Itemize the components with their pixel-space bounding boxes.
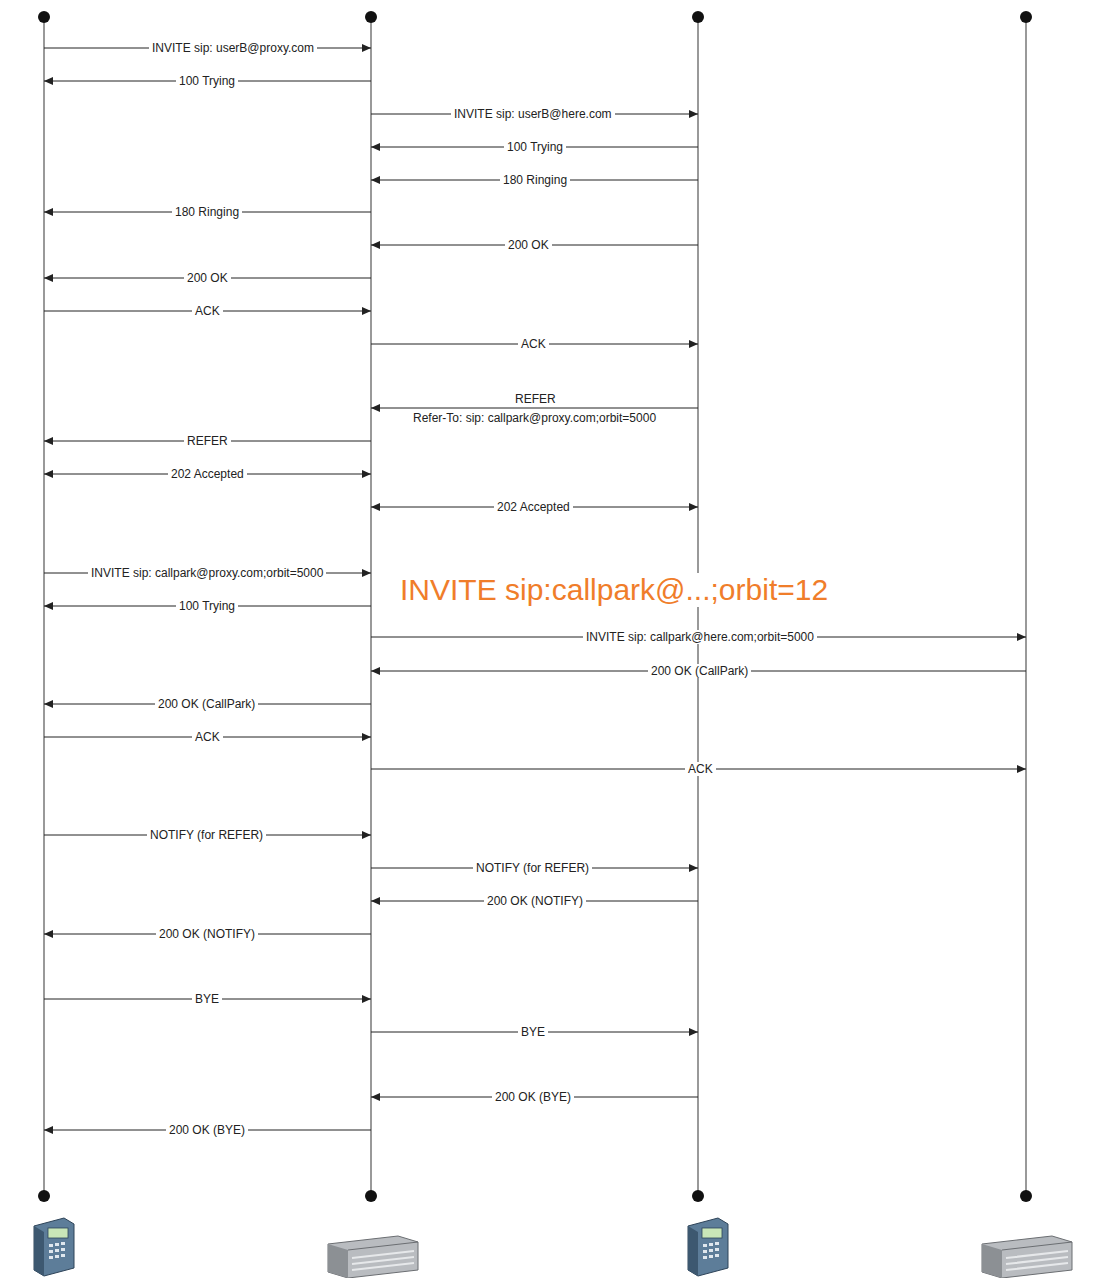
message-label: 100 Trying bbox=[176, 74, 238, 88]
message-label: 200 OK (BYE) bbox=[166, 1123, 248, 1137]
message-label: INVITE sip: userB@here.com bbox=[451, 107, 615, 121]
message-label: Refer-To: sip: callpark@proxy.com;orbit=… bbox=[410, 411, 659, 425]
server-icon bbox=[328, 1236, 418, 1278]
message-label: ACK bbox=[192, 730, 223, 744]
message-label: 202 Accepted bbox=[168, 467, 247, 481]
message-label: 200 OK (NOTIFY) bbox=[156, 927, 258, 941]
message-label: 202 Accepted bbox=[494, 500, 573, 514]
message-label: 180 Ringing bbox=[500, 173, 570, 187]
message-label: 200 OK (NOTIFY) bbox=[484, 894, 586, 908]
message-label: ACK bbox=[192, 304, 223, 318]
message-label: 200 OK bbox=[505, 238, 552, 252]
message-label: REFER bbox=[184, 434, 231, 448]
message-label: BYE bbox=[192, 992, 222, 1006]
message-label: 200 OK bbox=[184, 271, 231, 285]
message-label: REFER bbox=[512, 392, 559, 406]
message-label: INVITE sip: callpark@proxy.com;orbit=500… bbox=[88, 566, 326, 580]
message-label: NOTIFY (for REFER) bbox=[147, 828, 266, 842]
message-label: ACK bbox=[518, 337, 549, 351]
message-label: 100 Trying bbox=[176, 599, 238, 613]
phone-icon bbox=[34, 1218, 74, 1276]
lifeline-dots bbox=[38, 11, 1032, 1202]
message-label: ACK bbox=[685, 762, 716, 776]
message-label: INVITE sip: callpark@here.com;orbit=5000 bbox=[583, 630, 817, 644]
message-label: 100 Trying bbox=[504, 140, 566, 154]
message-arrows bbox=[44, 48, 1026, 1130]
message-label: 200 OK (CallPark) bbox=[648, 664, 751, 678]
message-label: 200 OK (BYE) bbox=[492, 1090, 574, 1104]
message-label: 200 OK (CallPark) bbox=[155, 697, 258, 711]
callout-text: INVITE sip:callpark@...;orbit=12 bbox=[398, 573, 830, 607]
message-label: NOTIFY (for REFER) bbox=[473, 861, 592, 875]
message-label: 180 Ringing bbox=[172, 205, 242, 219]
phone-icon bbox=[688, 1218, 728, 1276]
message-label: INVITE sip: userB@proxy.com bbox=[149, 41, 317, 55]
lifelines bbox=[44, 17, 1026, 1196]
server-icon bbox=[982, 1236, 1072, 1278]
message-label: BYE bbox=[518, 1025, 548, 1039]
